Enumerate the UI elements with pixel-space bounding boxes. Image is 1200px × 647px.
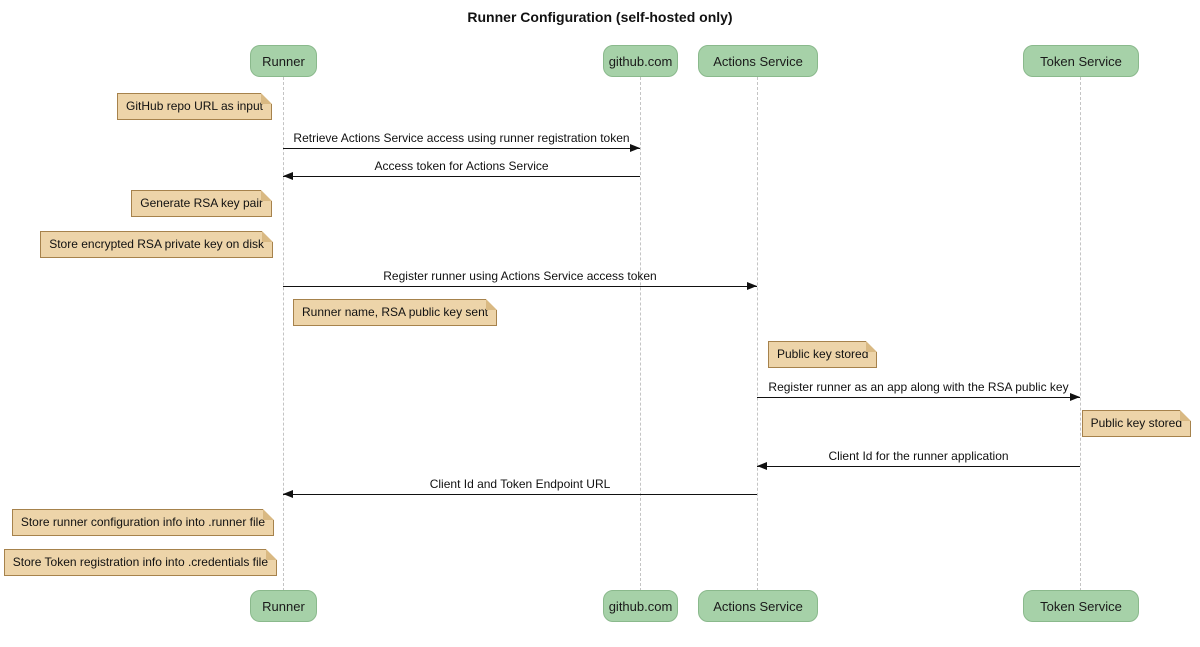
- note-text: Public key stored: [1090, 416, 1182, 430]
- note-text: Store runner configuration info into .ru…: [20, 515, 265, 529]
- message-label: Client Id and Token Endpoint URL: [429, 477, 611, 491]
- message-label: Register runner using Actions Service ac…: [383, 269, 657, 283]
- message-label: Register runner as an app along with the…: [768, 380, 1069, 394]
- note-store-private-key: Store encrypted RSA private key on disk: [40, 231, 273, 258]
- participant-label: Actions Service: [713, 599, 803, 614]
- note-store-runner-file: Store runner configuration info into .ru…: [11, 509, 275, 536]
- participant-token-service-bottom: Token Service: [1023, 590, 1139, 622]
- note-public-key-stored-actions: Public key stored: [768, 341, 878, 368]
- note-text: Runner name, RSA public key sent: [302, 305, 489, 319]
- message-register-runner: Register runner using Actions Service ac…: [283, 269, 757, 290]
- lifeline-github: [640, 77, 641, 591]
- participant-label: github.com: [608, 599, 673, 614]
- participant-label: github.com: [608, 54, 673, 69]
- note-public-key-stored-token: Public key stored: [1081, 410, 1192, 437]
- arrowhead-left-icon: [283, 490, 293, 498]
- participant-label: Runner: [262, 54, 305, 69]
- arrowhead-right-icon: [747, 282, 757, 290]
- note-text: Store Token registration info into .cred…: [12, 555, 268, 569]
- note-text: Public key stored: [777, 347, 869, 361]
- participant-github-bottom: github.com: [603, 590, 678, 622]
- note-runner-name-sent: Runner name, RSA public key sent: [293, 299, 498, 326]
- message-register-app: Register runner as an app along with the…: [757, 380, 1080, 401]
- participant-label: Runner: [262, 599, 305, 614]
- arrowhead-right-icon: [630, 144, 640, 152]
- note-generate-rsa-key: Generate RSA key pair: [131, 190, 272, 217]
- participant-label: Actions Service: [713, 54, 803, 69]
- note-store-credentials-file: Store Token registration info into .cred…: [3, 549, 278, 576]
- participant-actions-service-top: Actions Service: [698, 45, 818, 77]
- participant-runner-bottom: Runner: [250, 590, 317, 622]
- note-repo-url-input: GitHub repo URL as input: [117, 93, 272, 120]
- lifeline-runner: [283, 77, 284, 591]
- arrowhead-left-icon: [757, 462, 767, 470]
- message-retrieve-actions-access: Retrieve Actions Service access using ru…: [283, 131, 640, 152]
- diagram-title: Runner Configuration (self-hosted only): [467, 9, 733, 25]
- participant-label: Token Service: [1040, 599, 1122, 614]
- message-label: Retrieve Actions Service access using ru…: [293, 131, 630, 145]
- message-client-id-endpoint: Client Id and Token Endpoint URL: [283, 477, 757, 498]
- note-text: Generate RSA key pair: [140, 196, 263, 210]
- message-label: Access token for Actions Service: [374, 159, 549, 173]
- lifeline-token-service: [1080, 77, 1081, 591]
- lifeline-actions-service: [757, 77, 758, 591]
- participant-runner-top: Runner: [250, 45, 317, 77]
- message-access-token: Access token for Actions Service: [283, 159, 640, 180]
- participant-label: Token Service: [1040, 54, 1122, 69]
- message-label: Client Id for the runner application: [828, 449, 1009, 463]
- arrowhead-right-icon: [1070, 393, 1080, 401]
- arrowhead-left-icon: [283, 172, 293, 180]
- note-text: GitHub repo URL as input: [126, 99, 263, 113]
- message-client-id: Client Id for the runner application: [757, 449, 1080, 470]
- participant-github-top: github.com: [603, 45, 678, 77]
- participant-token-service-top: Token Service: [1023, 45, 1139, 77]
- note-text: Store encrypted RSA private key on disk: [49, 237, 264, 251]
- participant-actions-service-bottom: Actions Service: [698, 590, 818, 622]
